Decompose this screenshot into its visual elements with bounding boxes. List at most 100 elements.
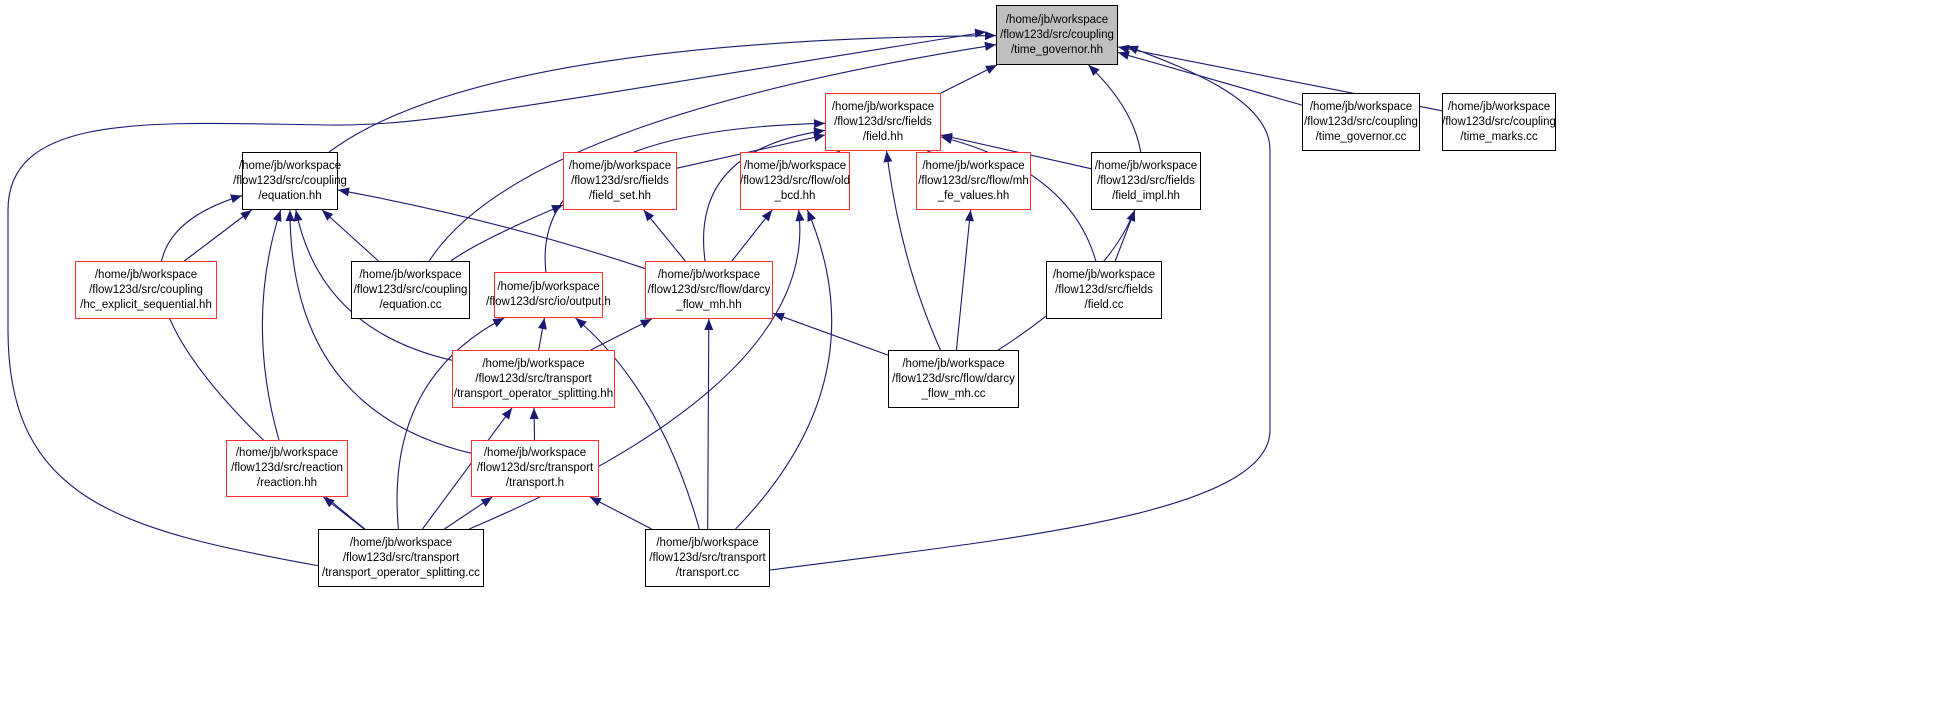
node-label-line: /flow123d/src/fields	[1097, 174, 1195, 187]
node-label-line: /home/jb/workspace	[1447, 100, 1551, 113]
arrowhead-icon	[323, 497, 335, 508]
arrowhead-icon	[285, 210, 295, 221]
arrowhead-icon	[883, 151, 893, 163]
arrowhead-icon	[272, 210, 282, 222]
edge-fs-hh-to-field-hh	[676, 134, 826, 169]
edge-dmh-hh-to-eq-hh	[337, 189, 646, 270]
node-label-line: /home/jb/workspace	[483, 447, 587, 459]
arrowhead-icon	[240, 210, 252, 221]
arrowhead-icon	[1118, 44, 1130, 54]
edge-re-hh-to-eq-hh	[261, 209, 282, 441]
node-tg-hh[interactable]: /home/jb/workspace/flow123d/src/coupling…	[996, 5, 1118, 65]
arrowhead-icon	[293, 210, 303, 222]
node-label-line: /equation.hh	[258, 189, 322, 202]
arrowhead-icon	[974, 28, 986, 38]
arrowhead-icon	[322, 210, 334, 221]
node-tr-cc[interactable]: /home/jb/workspace/flow123d/src/transpor…	[645, 529, 770, 587]
edge-tr-h-to-eq-hh	[289, 209, 472, 454]
node-label-line: /equation.cc	[379, 298, 442, 311]
edge-tr-cc-to-dmh-hh	[707, 318, 710, 530]
node-label-line: /flow123d/src/transport	[342, 551, 460, 564]
node-bcd-hh[interactable]: /home/jb/workspace/flow123d/src/flow/old…	[740, 152, 850, 210]
edge-field-cc-to-field-hh	[940, 136, 1097, 262]
node-label-line: /flow123d/src/fields	[834, 115, 932, 128]
node-label-line: /flow123d/src/coupling	[233, 174, 347, 187]
arrowhead-icon	[492, 318, 505, 328]
edge-dmh-cc-to-mhfe-hh	[955, 209, 972, 351]
edge-tos-cc-to-tos-hh	[422, 407, 513, 530]
node-label-line: /reaction.hh	[256, 477, 318, 489]
edge-tr-cc-to-bcd-hh	[735, 209, 833, 530]
node-hc-hh[interactable]: /home/jb/workspace/flow123d/src/coupling…	[75, 261, 217, 319]
node-label-line: /home/jb/workspace	[656, 536, 759, 549]
node-label-line: /flow123d/src/coupling	[1000, 28, 1114, 41]
node-label-line: /transport.cc	[675, 566, 740, 579]
node-label-line: /home/jb/workspace	[497, 281, 600, 293]
arrowhead-icon	[1126, 210, 1136, 222]
arrowhead-icon	[795, 210, 805, 222]
node-label-line: /flow123d/src/transport	[476, 462, 594, 474]
edge-tos-hh-to-eq-hh	[295, 209, 453, 361]
node-label-line: /home/jb/workspace	[1309, 100, 1413, 113]
node-label-line: /time_governor.hh	[1010, 43, 1104, 56]
edge-tr-cc-to-tr-h	[589, 496, 652, 530]
arrowhead-icon	[480, 497, 493, 507]
edge-tos-cc-to-out-h	[396, 317, 505, 530]
node-label-line: /flow123d/src/flow/darcy	[892, 372, 1015, 385]
node-mhfe-hh[interactable]: /home/jb/workspace/flow123d/src/flow/mh_…	[916, 152, 1031, 210]
arrowhead-icon	[985, 65, 997, 74]
node-label-line: /flow123d/src/transport	[649, 551, 766, 564]
edge-hc-hh-to-eq-hh	[183, 209, 253, 262]
node-re-hh[interactable]: /home/jb/workspace/flow123d/src/reaction…	[226, 440, 348, 497]
edge-eq-hh-to-tg-hh	[328, 34, 997, 153]
edge-dmh-cc-to-field-hh	[886, 150, 941, 351]
node-tos-cc[interactable]: /home/jb/workspace/flow123d/src/transpor…	[318, 529, 484, 587]
arrowhead-icon	[551, 205, 563, 214]
node-label-line: _bcd.hh	[774, 189, 816, 202]
node-field-hh[interactable]: /home/jb/workspace/flow123d/src/fields/f…	[825, 93, 941, 151]
node-dmh-cc[interactable]: /home/jb/workspace/flow123d/src/flow/dar…	[888, 350, 1019, 408]
node-label-line: /home/jb/workspace	[1052, 268, 1156, 281]
node-fs-hh[interactable]: /home/jb/workspace/flow123d/src/fields/f…	[563, 152, 677, 210]
edge-eq-cc-to-eq-hh	[321, 209, 379, 262]
node-label-line: /home/jb/workspace	[349, 536, 453, 549]
node-label-line: /home/jb/workspace	[1005, 13, 1109, 26]
node-label-line: /transport_operator_splitting.hh	[453, 387, 614, 400]
node-tr-h[interactable]: /home/jb/workspace/flow123d/src/transpor…	[471, 440, 599, 497]
node-label-line: /flow123d/src/flow/old	[740, 174, 850, 187]
node-tg-cc[interactable]: /home/jb/workspace/flow123d/src/coupling…	[1302, 93, 1420, 151]
node-label-line: /home/jb/workspace	[235, 447, 339, 459]
node-label-line: /flow123d/src/flow/darcy	[647, 283, 771, 296]
arrowhead-icon	[984, 31, 996, 41]
node-tos-hh[interactable]: /home/jb/workspace/flow123d/src/transpor…	[452, 350, 615, 408]
arrowhead-icon	[538, 318, 547, 330]
node-label-line: /time_governor.cc	[1315, 130, 1407, 143]
node-field-cc[interactable]: /home/jb/workspace/flow123d/src/fields/f…	[1046, 261, 1162, 319]
node-label-line: /flow123d/src/transport	[475, 372, 592, 385]
node-label-line: /home/jb/workspace	[657, 268, 761, 281]
node-dmh-hh[interactable]: /home/jb/workspace/flow123d/src/flow/dar…	[645, 261, 773, 319]
node-label-line: /transport.h	[505, 477, 565, 489]
node-out-h[interactable]: /home/jb/workspace/flow123d/src/io/outpu…	[486, 272, 611, 318]
node-fi-hh[interactable]: /home/jb/workspace/flow123d/src/fields/f…	[1091, 152, 1201, 210]
arrowhead-icon	[984, 41, 996, 51]
node-label-line: /field_impl.hh	[1112, 189, 1180, 202]
node-label-line: /time_marks.cc	[1460, 130, 1538, 143]
arrowhead-icon	[338, 187, 350, 197]
edge-tos-cc-to-tg-hh	[7, 31, 987, 567]
node-eq-hh[interactable]: /home/jb/workspace/flow123d/src/coupling…	[233, 152, 347, 210]
edge-tos-hh-to-dmh-hh	[590, 318, 653, 351]
arrowhead-icon	[575, 318, 587, 329]
arrowhead-icon	[1118, 51, 1130, 60]
node-label-line: /home/jb/workspace	[902, 357, 1005, 370]
arrowhead-icon	[529, 408, 539, 420]
edge-eq-cc-to-fs-hh	[450, 204, 564, 262]
arrowhead-icon	[813, 127, 825, 137]
node-tm-cc[interactable]: /home/jb/workspace/flow123d/src/coupling…	[1442, 93, 1556, 151]
node-eq-cc[interactable]: /home/jb/workspace/flow123d/src/coupling…	[351, 261, 470, 319]
node-label-line: /home/jb/workspace	[1094, 159, 1198, 172]
node-label-line: /flow123d/src/fields	[1055, 283, 1153, 296]
node-label-line: /flow123d/src/coupling	[1304, 115, 1418, 128]
arrowhead-icon	[1127, 45, 1139, 55]
arrowhead-icon	[501, 408, 513, 420]
